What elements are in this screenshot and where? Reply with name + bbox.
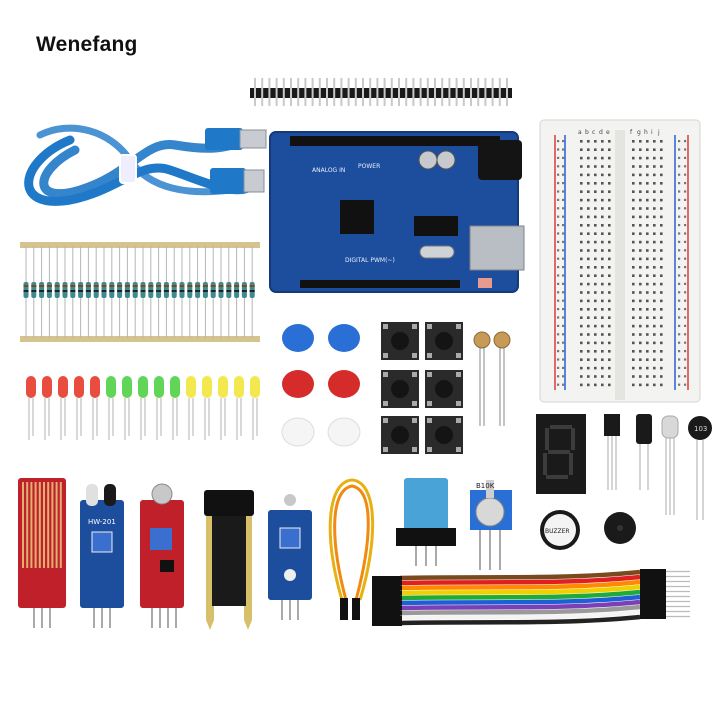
jumper-wire xyxy=(399,584,641,596)
breadboard-col-letter: a xyxy=(578,129,582,136)
ir-obstacle-module: HW-201 xyxy=(80,484,124,628)
jumper-wire xyxy=(399,609,641,621)
thermistor: 103 xyxy=(688,416,712,520)
dht11-sensor xyxy=(396,478,456,566)
board-digital-label: DIGITAL PWM(~) xyxy=(345,257,395,264)
breadboard-col-letter: h xyxy=(644,129,648,136)
led xyxy=(26,376,36,398)
brand-logo-text: Wenefang xyxy=(36,33,138,56)
potentiometer-label: B10K xyxy=(476,482,495,490)
water-level-sensor xyxy=(18,478,66,628)
sensor-module-blue xyxy=(268,494,312,620)
jumper-pair xyxy=(328,478,375,620)
jumper-wire xyxy=(399,574,641,586)
led xyxy=(106,376,116,398)
led xyxy=(122,376,132,398)
ir-receiver xyxy=(661,415,679,515)
soil-moisture-probe xyxy=(204,490,254,630)
board-power-label: POWER xyxy=(358,163,380,170)
usb-connector-a xyxy=(205,128,267,150)
board-analog-label: ANALOG IN xyxy=(312,167,345,174)
thermistor-label: 103 xyxy=(694,425,707,433)
breadboard-col-letter: b xyxy=(585,129,589,136)
seven-segment-display xyxy=(536,414,586,494)
led xyxy=(90,376,100,398)
jumper-wire xyxy=(399,594,641,606)
breadboard-col-letter: g xyxy=(637,129,641,136)
led xyxy=(234,376,244,398)
buzzer-with-sticker: BUZZER xyxy=(540,510,580,550)
jumper-wire xyxy=(399,589,641,601)
breadboard-col-letter: e xyxy=(606,129,610,136)
led xyxy=(202,376,212,398)
buzzer-label: BUZZER xyxy=(545,528,570,535)
led xyxy=(218,376,228,398)
breadboard-col-letter: i xyxy=(651,129,653,136)
ir-module-label: HW-201 xyxy=(88,518,116,526)
jumper-wire xyxy=(399,614,641,626)
led xyxy=(74,376,84,398)
transistors xyxy=(604,414,652,490)
breadboard-col-letter: c xyxy=(592,129,595,136)
resistor-strip xyxy=(20,242,260,342)
potentiometer: B10K xyxy=(470,480,512,570)
led xyxy=(42,376,52,398)
breadboard-col-letter: j xyxy=(657,129,660,136)
jumper-wire xyxy=(399,604,641,616)
breadboard-col-letter: f xyxy=(630,129,633,136)
usb-cable xyxy=(24,124,253,206)
arduino-uno-board: ANALOG IN DIGITAL PWM(~) POWER xyxy=(269,131,525,293)
led xyxy=(250,376,260,398)
button-caps xyxy=(281,324,361,447)
led xyxy=(58,376,68,398)
led xyxy=(170,376,180,398)
led xyxy=(154,376,164,398)
tactile-switches xyxy=(381,322,463,454)
led xyxy=(186,376,196,398)
led xyxy=(138,376,148,398)
pin-header-strip xyxy=(250,78,512,106)
jumper-wire xyxy=(399,569,641,581)
jumper-wire xyxy=(399,599,641,611)
led-set xyxy=(26,376,260,440)
buzzer xyxy=(604,512,636,544)
usb-connector-b xyxy=(210,168,265,194)
breadboard-col-letter: d xyxy=(599,129,603,136)
sound-sensor-module xyxy=(140,483,184,628)
photoresistors xyxy=(473,331,511,426)
jumper-ribbon xyxy=(372,569,690,626)
jumper-wire xyxy=(399,579,641,591)
